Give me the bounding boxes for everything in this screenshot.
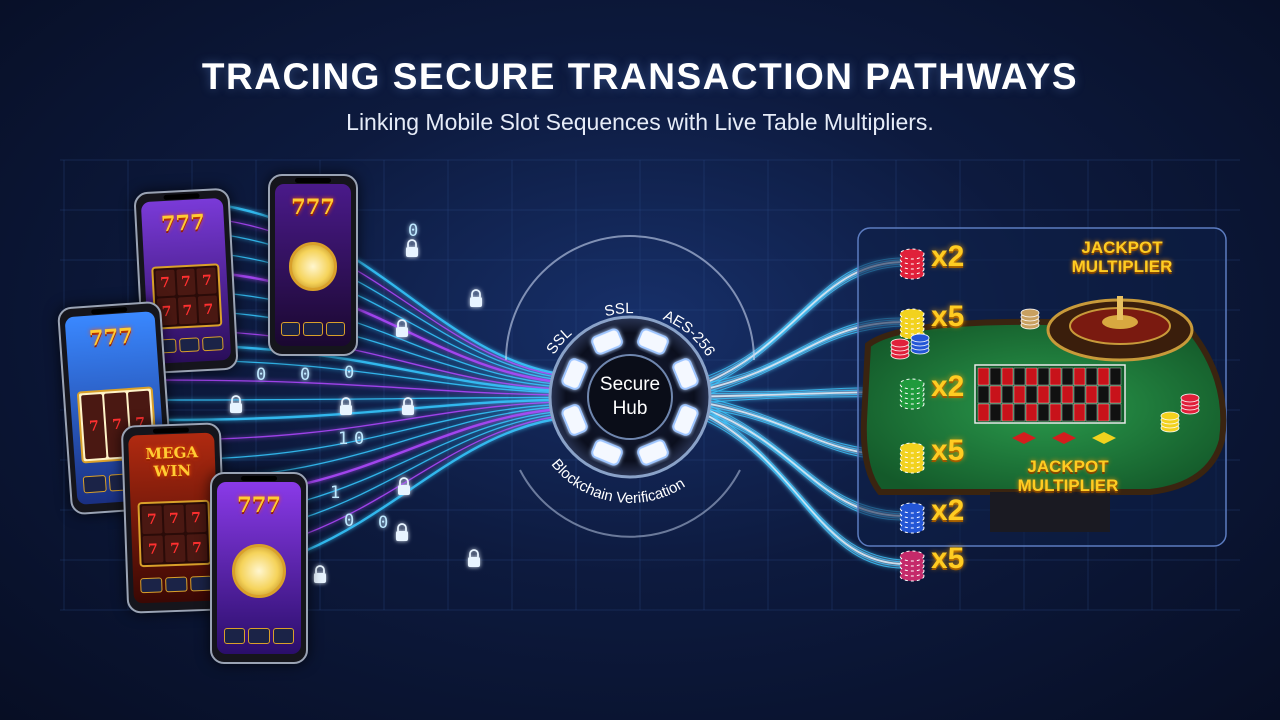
stream-digit: 0 xyxy=(344,511,354,531)
data-stream-right xyxy=(703,402,906,513)
data-stream-left xyxy=(159,398,557,422)
page-title: TRACING SECURE TRANSACTION PATHWAYS xyxy=(201,56,1079,97)
multiplier-label: x5 xyxy=(931,542,965,575)
data-stream-left xyxy=(159,198,557,375)
multiplier-label: x2 xyxy=(931,494,965,527)
lock-icon xyxy=(230,395,242,413)
stream-digit: 1 xyxy=(338,429,348,449)
phone-banner: 777 xyxy=(237,492,281,517)
phone-buttons xyxy=(139,575,213,594)
phone-banner: 777 xyxy=(291,194,335,219)
multiplier-label: x5 xyxy=(931,300,965,333)
phone-buttons xyxy=(223,628,295,644)
prize-wheel xyxy=(288,242,338,291)
data-stream-right xyxy=(703,419,906,569)
data-stream-left xyxy=(159,268,557,383)
data-stream-right xyxy=(703,261,906,385)
lock-icon xyxy=(406,239,418,257)
phone-buttons xyxy=(154,335,225,354)
data-stream-left xyxy=(159,229,557,378)
data-stream-right xyxy=(703,321,906,391)
data-stream-left xyxy=(159,379,557,396)
lock-icon xyxy=(398,477,410,495)
data-stream-left xyxy=(159,249,557,381)
stream-digit: 0 xyxy=(378,513,388,533)
data-stream-right xyxy=(703,410,906,563)
data-stream-left xyxy=(159,396,557,401)
data-stream-right xyxy=(703,325,906,396)
data-stream-right xyxy=(703,395,906,403)
stream-digit: 0 xyxy=(256,365,266,385)
data-stream-right xyxy=(703,407,906,561)
secure-hub-label: Secure Hub xyxy=(599,374,661,419)
page-subtitle: Linking Mobile Slot Sequences with Live … xyxy=(346,109,934,135)
phone-banner: 777 xyxy=(160,208,206,237)
slot-phone-5: 777 xyxy=(210,472,308,664)
data-stream-left xyxy=(159,401,557,441)
data-stream-right xyxy=(703,323,906,393)
stream-digit: 0 xyxy=(354,429,364,449)
phone-buttons xyxy=(281,321,345,337)
stream-digit: 0 xyxy=(408,221,418,241)
data-stream-left xyxy=(159,403,557,461)
data-stream-right xyxy=(703,416,906,567)
stream-digit: 0 xyxy=(344,363,354,383)
lock-icon xyxy=(470,289,482,307)
lock-icon xyxy=(340,397,352,415)
lock-icon xyxy=(402,397,414,415)
slot-phone-2: 777 xyxy=(268,174,358,356)
multiplier-label: x5 xyxy=(931,434,965,467)
prize-wheel xyxy=(232,543,286,598)
multiplier-label: x2 xyxy=(931,370,965,403)
data-stream-right xyxy=(703,402,906,457)
stream-digit: 1 xyxy=(330,483,340,503)
data-stream-right xyxy=(703,412,906,565)
multiplier-label: x2 xyxy=(931,240,965,273)
phone-banner: 777 xyxy=(88,322,134,351)
lock-icon xyxy=(314,565,326,583)
phone-banner: MEGA WIN xyxy=(145,443,199,481)
stream-digit: 0 xyxy=(300,365,310,385)
lock-icon xyxy=(396,523,408,541)
lock-icon xyxy=(468,549,480,567)
data-stream-left xyxy=(159,214,557,376)
lock-icon xyxy=(396,319,408,337)
data-stream-right xyxy=(703,265,906,390)
